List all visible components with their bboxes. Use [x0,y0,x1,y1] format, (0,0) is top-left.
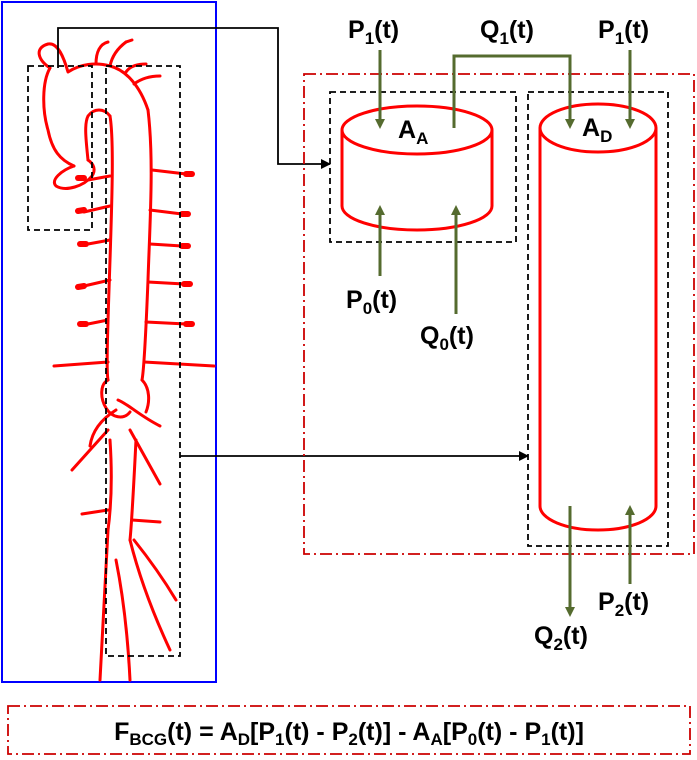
aa-label: AA [398,116,428,148]
q1-arrow [452,54,575,129]
arch-region-box [27,65,93,231]
p1-left-label: P1(t) [348,16,399,48]
ad-label: AD [582,114,612,146]
descending-region-box [105,65,181,657]
ascending-box [329,91,517,243]
q2-label: Q2(t) [534,622,588,654]
aorta-panel-border [1,1,217,683]
p0-label: P0(t) [346,286,397,318]
p1-right-label: P1(t) [598,16,649,48]
q1-label: Q1(t) [480,16,534,48]
aorta-drawing [37,38,216,682]
p2-label: P2(t) [598,588,649,620]
flow-arrows [375,50,635,617]
fbcg-equation: FBCG(t) = AD[P1(t) - P2(t)] - AA[P0(t) -… [114,718,584,749]
q0-label: Q0(t) [420,322,474,354]
descending-box [527,91,669,547]
equation-box [7,705,691,755]
descending-cylinder [538,102,658,532]
ascending-cylinder [340,104,494,232]
model-region-dashdot [303,73,695,555]
arch-to-ascending-connector [57,27,331,169]
